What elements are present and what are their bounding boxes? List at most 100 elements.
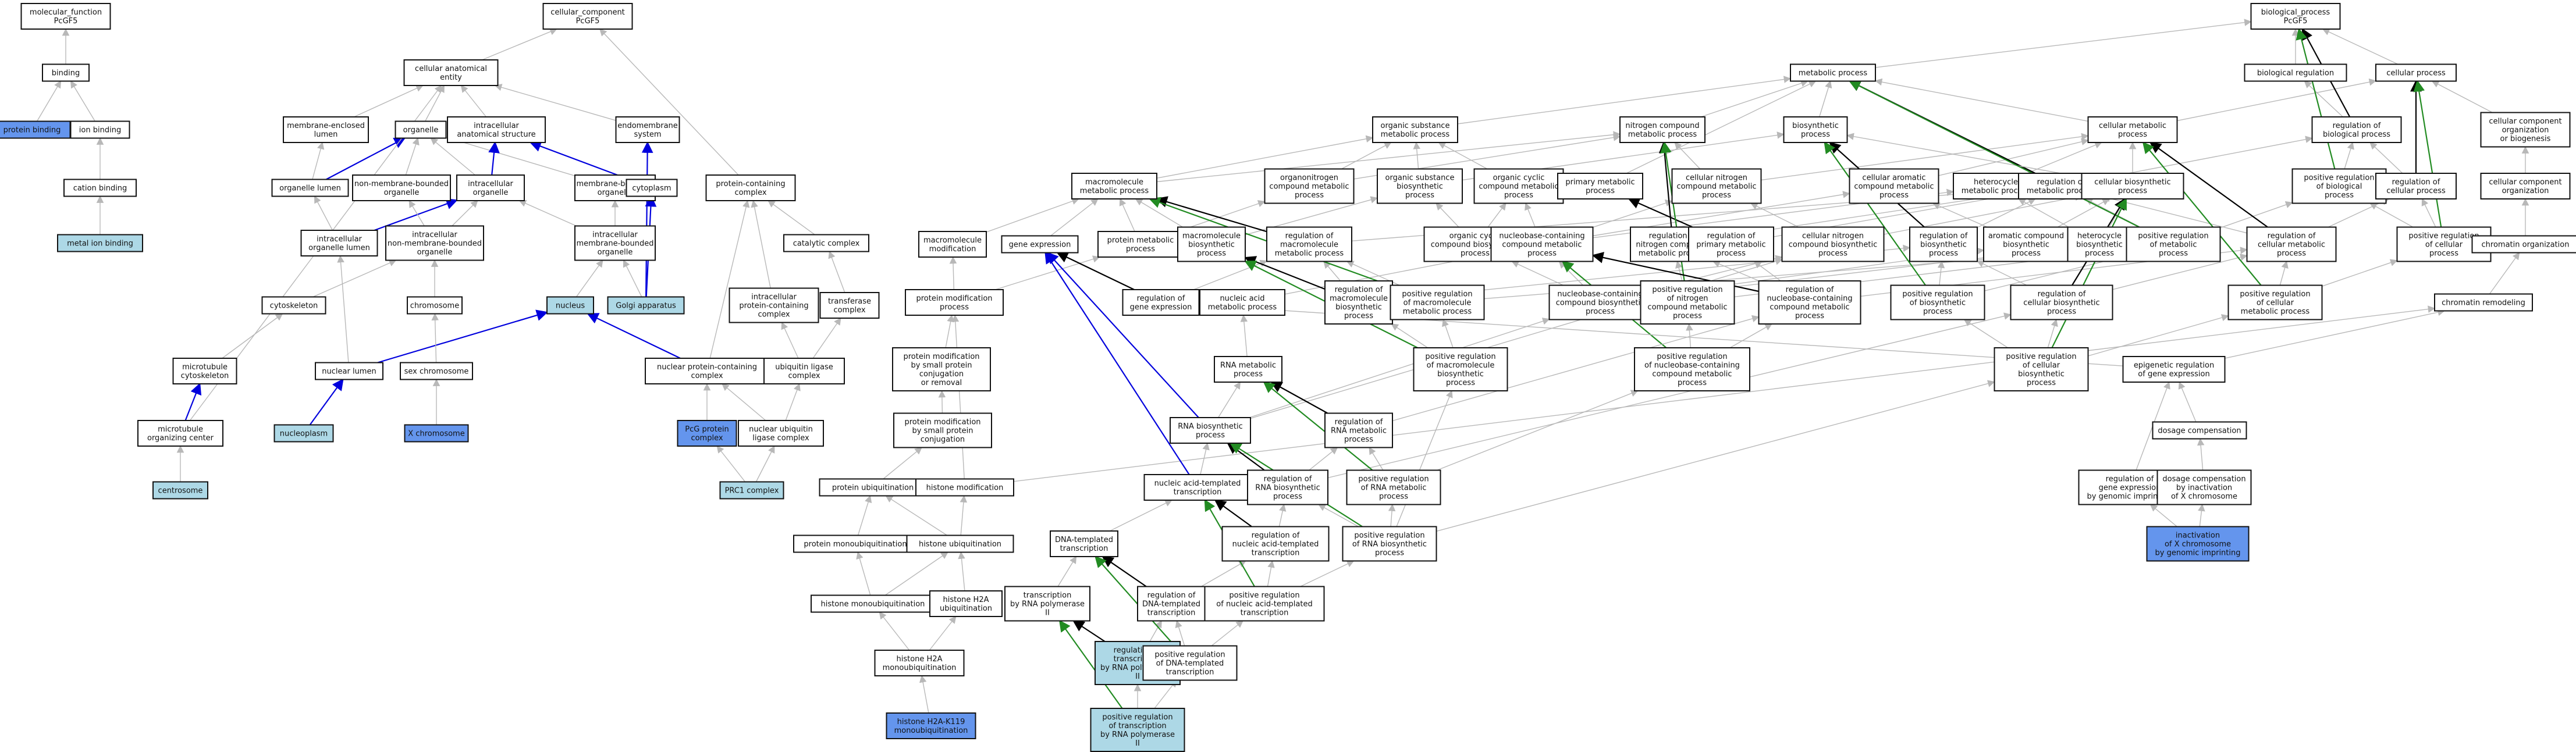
go-term-node[interactable]: gene expression <box>1001 235 1079 254</box>
go-term-node[interactable]: cytoplasm <box>626 179 678 197</box>
go-term-node[interactable]: protein ubiquitination <box>819 478 927 497</box>
go-term-node[interactable]: nuclear lumen <box>315 362 383 380</box>
go-term-node[interactable]: biological regulation <box>2244 63 2347 82</box>
go-term-node[interactable]: metal ion binding <box>57 234 143 252</box>
go-term-node[interactable]: protein monoubiquitination <box>793 534 918 553</box>
go-term-node[interactable]: X chromosome <box>404 424 469 443</box>
go-term-node[interactable]: histone monoubiquitination <box>811 594 935 613</box>
go-term-node[interactable]: centrosome <box>152 481 208 500</box>
go-term-node[interactable]: chromatin remodeling <box>2434 293 2533 312</box>
go-term-node[interactable]: PRC1 complex <box>719 481 784 500</box>
go-term-node[interactable]: chromosome <box>407 296 463 315</box>
go-term-node[interactable]: cytoskeleton <box>261 296 326 315</box>
go-term-node[interactable]: binding <box>42 63 90 82</box>
go-term-node[interactable]: nucleoplasm <box>273 424 334 443</box>
go-term-node[interactable]: organelle lumen <box>271 179 349 197</box>
go-term-node[interactable]: cation binding <box>63 179 137 197</box>
go-term-node[interactable]: chromatin organization <box>2471 235 2576 254</box>
go-term-node[interactable]: histone modification <box>915 478 1014 497</box>
go-term-node[interactable]: sex chromosome <box>400 362 473 380</box>
go-term-node[interactable]: metabolic process <box>1790 63 1876 82</box>
go-term-node[interactable]: catalytic complex <box>783 234 869 252</box>
go-term-node[interactable]: cellular process <box>2375 63 2457 82</box>
go-term-node[interactable]: histone ubiquitination <box>906 534 1014 553</box>
go-term-node[interactable]: Golgi apparatus <box>607 296 685 315</box>
go-term-node[interactable]: nucleus <box>546 296 594 315</box>
go-term-node[interactable]: protein binding <box>0 120 71 139</box>
